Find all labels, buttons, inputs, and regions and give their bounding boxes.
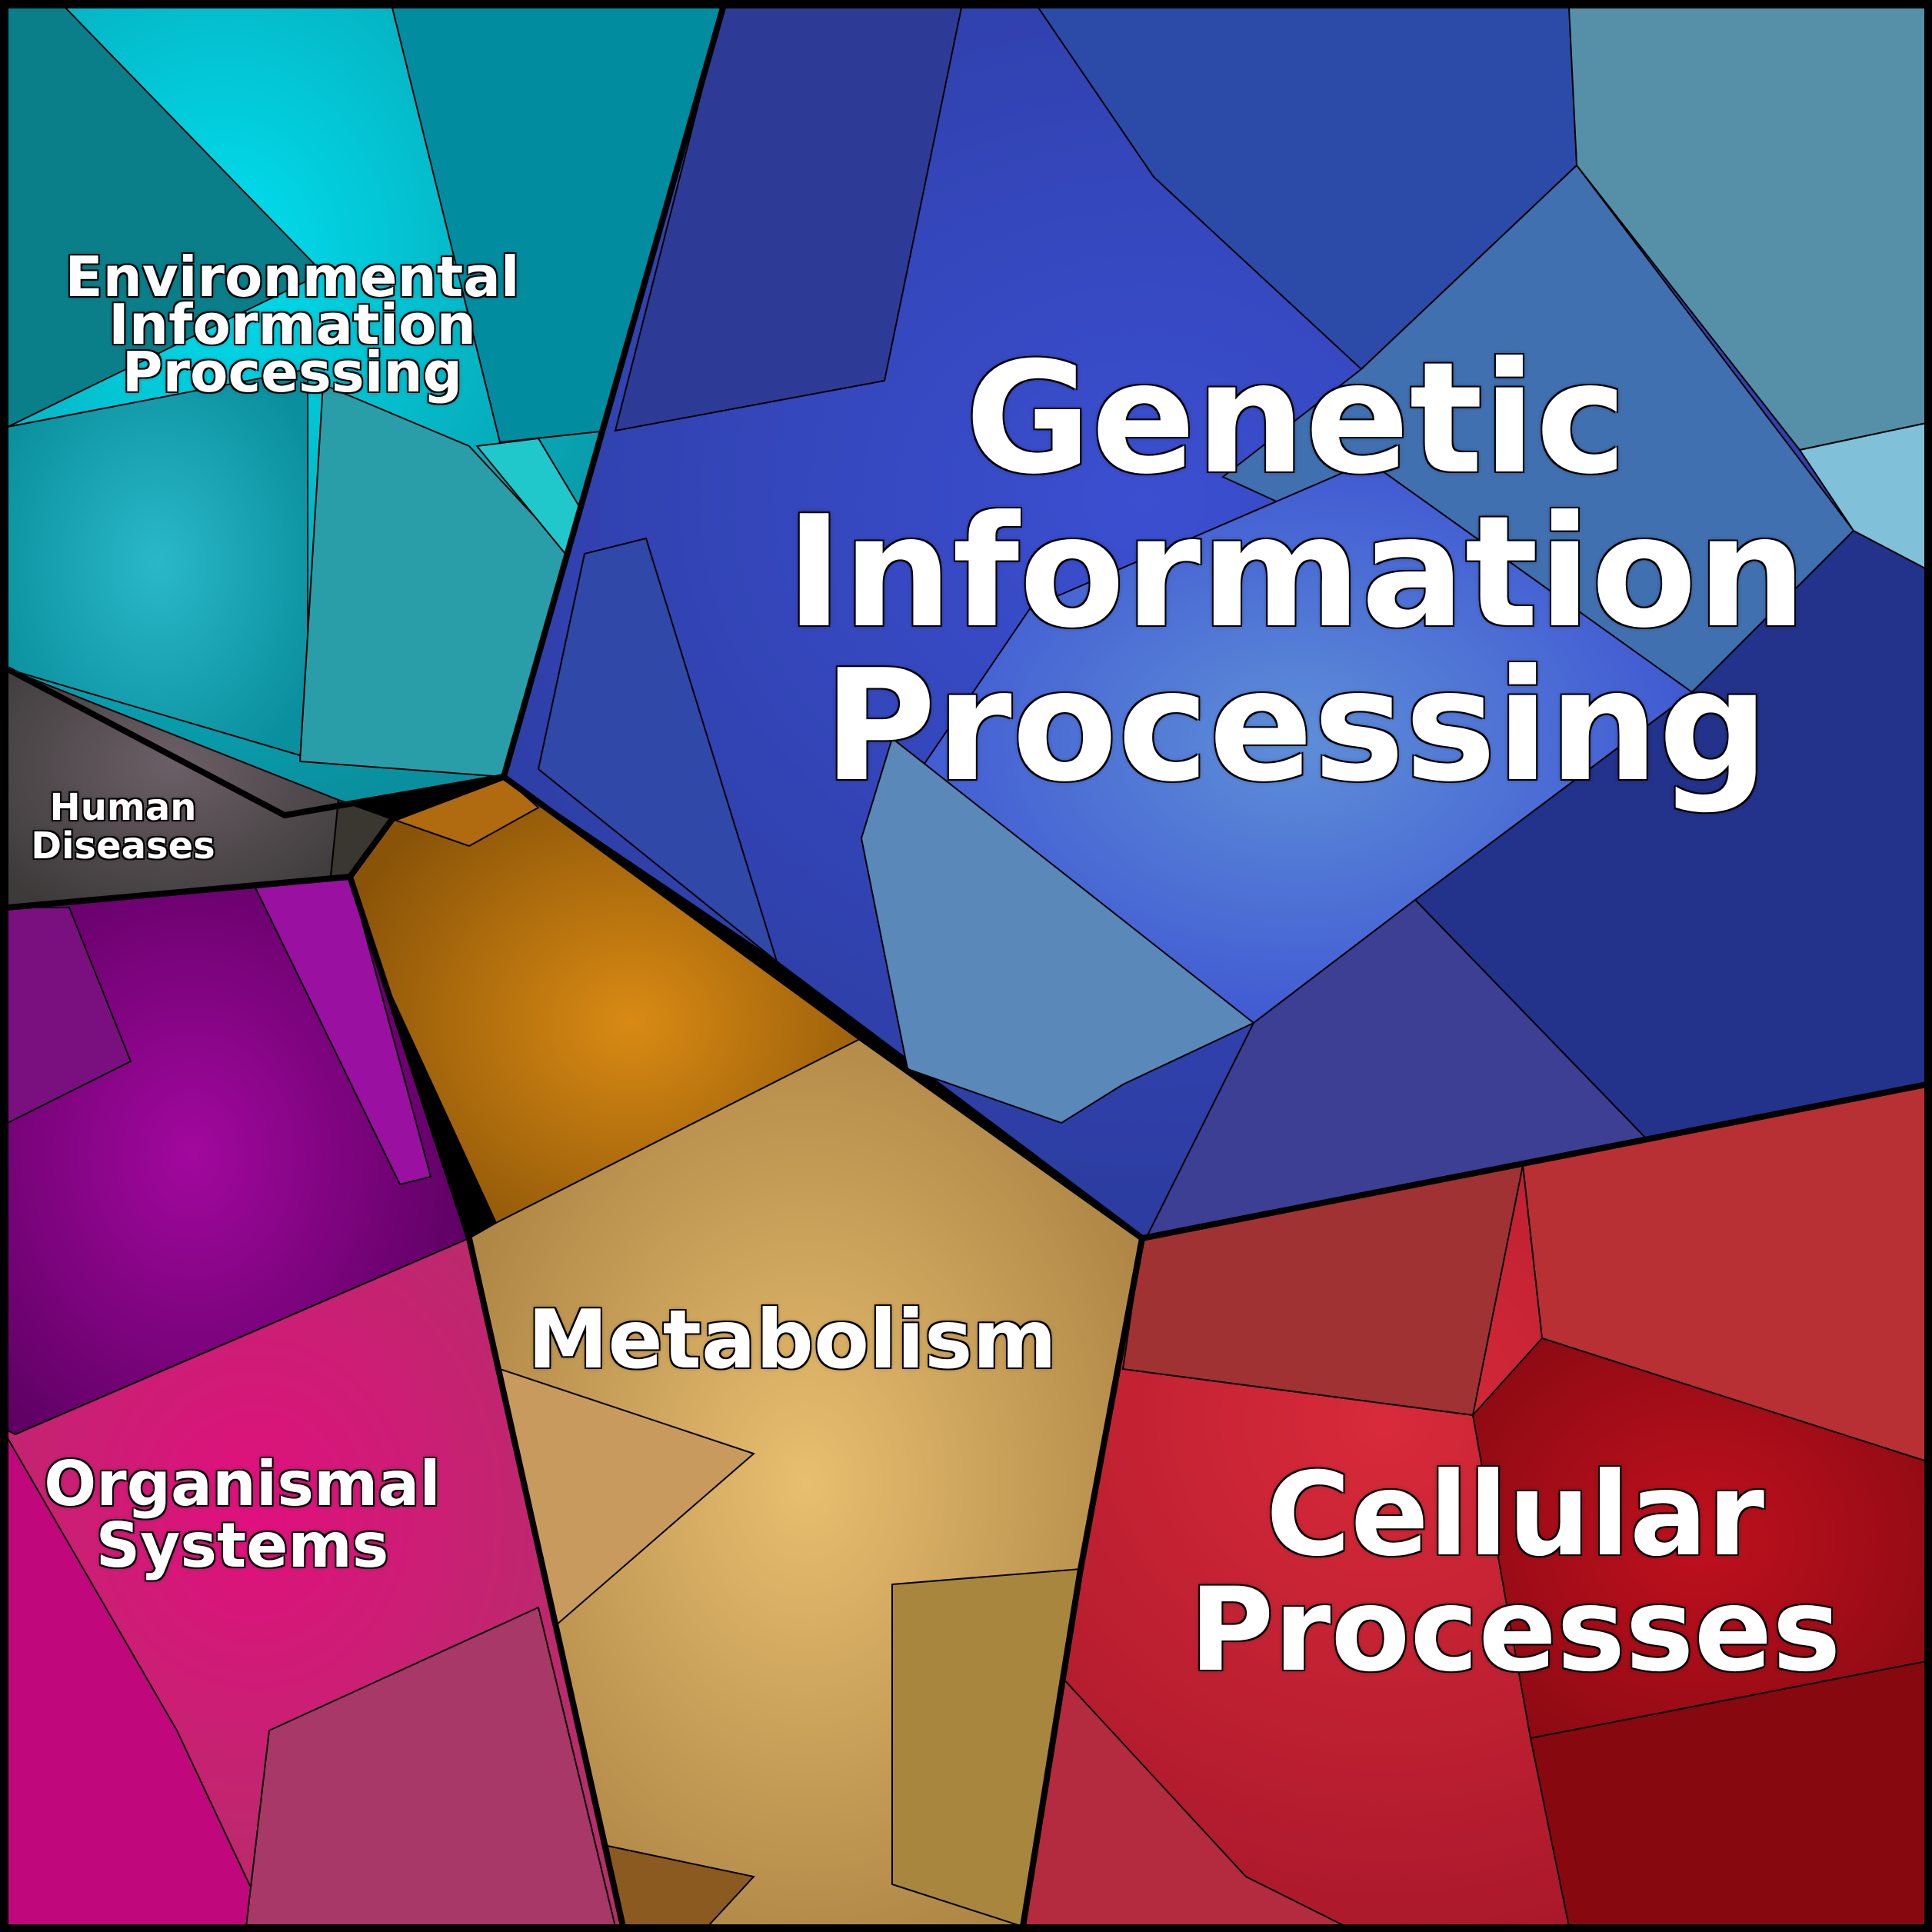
region-borders bbox=[6, 6, 1927, 1927]
region-organismal-cells bbox=[7, 875, 625, 1927]
region-genetic-cells bbox=[502, 7, 1927, 1240]
region-environmental-cells bbox=[7, 7, 724, 817]
region-metabolism-cells bbox=[348, 775, 1144, 1928]
region-cellular-cells bbox=[1021, 1083, 1927, 1927]
